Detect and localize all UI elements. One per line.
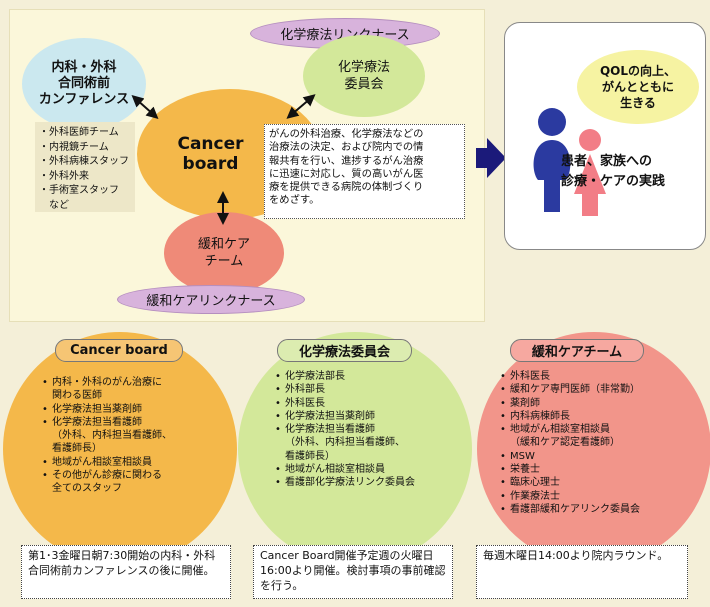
member-item: ・手術室スタッフ (39, 185, 119, 196)
chem-committee-line: 化学療法 (337, 60, 390, 75)
cancer-board-schedule-note: 第1･3金曜日朝7:30開始の内科・外科合同術前カンファレンスの後に開催。 (21, 545, 231, 599)
palliative-team-title: 緩和ケアチーム (510, 339, 644, 362)
cancer-board-line: Cancer (177, 134, 244, 154)
description-line: に迅速に対応し、質の高いがん医 (269, 167, 424, 180)
chem-committee-members: 化学療法部長 外科部長 外科医長 化学療法担当薬剤師 化学療法担当看護師 （外科… (275, 370, 415, 490)
cancer-board-line: board (182, 154, 239, 174)
list-item: 地域がん相談室相談員 (275, 463, 415, 477)
palliative-team-line: チーム (204, 254, 244, 269)
list-item: 地域がん相談室相談員 （緩和ケア認定看護師） (500, 423, 640, 450)
list-item: 化学療法担当薬剤師 (42, 403, 172, 417)
qol-bubble: QOLの向上、 がんとともに 生きる (577, 50, 699, 124)
patients-line: 診療・ケアの実践 (561, 174, 666, 189)
patients-line: 患者、家族への (561, 154, 653, 169)
list-item: 薬剤師 (500, 397, 640, 411)
conference-members: ・外科医師チーム ・内視鏡チーム ・外科病棟スタッフ ・外科外来 ・手術室スタッ… (35, 122, 135, 212)
description-line: がんの外科治療、化学療法などの (269, 128, 424, 140)
palliative-team-schedule-note: 毎週木曜日14:00より院内ラウンド。 (476, 545, 688, 599)
list-item: 内科・外科のがん治療に 関わる医師 (42, 376, 172, 403)
list-item: 内科病棟師長 (500, 410, 640, 424)
conference-line: 内科・外科 (51, 60, 117, 75)
palliative-team-members: 外科医長 緩和ケア専門医師（非常勤） 薬剤師 内科病棟師長 地域がん相談室相談員… (500, 370, 640, 517)
description-line: 治療法の決定、および院内での情 (269, 141, 424, 154)
qol-line: がんとともに (601, 80, 674, 94)
member-item: ・外科病棟スタッフ (39, 156, 129, 167)
list-item: MSW (500, 450, 640, 464)
qol-line: 生きる (620, 96, 656, 110)
patients-care-text: 患者、家族への 診療・ケアの実践 (561, 152, 707, 192)
conference-line: カンファレンス (38, 92, 130, 107)
double-arrow-icon (131, 95, 159, 119)
chem-committee-title: 化学療法委員会 (277, 339, 412, 362)
member-item: ・外科外来 (39, 170, 89, 182)
list-item: 化学療法部長 (275, 370, 415, 384)
cancer-board-title: Cancer board (55, 339, 183, 362)
description-line: をめざす。 (269, 194, 320, 207)
cancer-board-members: 内科・外科のがん治療に 関わる医師 化学療法担当薬剤師 化学療法担当看護師 （外… (42, 376, 172, 496)
chem-committee-line: 委員会 (344, 77, 384, 92)
member-item: ・外科医師チーム (39, 127, 119, 138)
conference-line: 合同術前 (57, 76, 110, 91)
list-item: 看護部化学療法リンク委員会 (275, 476, 415, 490)
description-box: がんの外科治療、化学療法などの 治療法の決定、および院内での情 報共有を行い、進… (264, 124, 465, 219)
palliative-team-node: 緩和ケア チーム (164, 212, 284, 294)
chem-committee-schedule-note: Cancer Board開催予定週の火曜日16:00より開催。検討事項の事前確認… (253, 545, 453, 599)
member-item: など (39, 199, 69, 211)
list-item: その他がん診療に関わる 全てのスタッフ (42, 469, 172, 496)
list-item: 栄養士 (500, 463, 640, 477)
double-arrow-icon (286, 94, 316, 119)
palliative-team-line: 緩和ケア (197, 237, 250, 252)
big-arrow-icon (476, 138, 506, 178)
list-item: 臨床心理士 (500, 476, 640, 490)
list-item: 外科医長 (500, 370, 640, 384)
description-line: 報共有を行い、進捗するがん治療 (269, 154, 424, 167)
list-item: 化学療法担当薬剤師 (275, 410, 415, 424)
people-icon (533, 108, 606, 216)
list-item: 外科医長 (275, 397, 415, 411)
list-item: 作業療法士 (500, 490, 640, 504)
list-item: 化学療法担当看護師 （外科、内科担当看護師、 看護師長） (275, 423, 415, 463)
member-item: ・内視鏡チーム (39, 141, 109, 153)
description-line: 療を提供できる病院の体制づくり (269, 181, 424, 194)
qol-line: QOLの向上、 (599, 64, 677, 78)
list-item: 緩和ケア専門医師（非常勤） (500, 383, 640, 397)
conference-node: 内科・外科 合同術前 カンファレンス (22, 38, 146, 130)
list-item: 看護部緩和ケアリンク委員会 (500, 503, 640, 517)
list-item: 外科部長 (275, 383, 415, 397)
list-item: 地域がん相談室相談員 (42, 456, 172, 470)
list-item: 化学療法担当看護師 （外科、内科担当看護師、 看護師長） (42, 416, 172, 456)
chem-committee-node: 化学療法 委員会 (303, 35, 425, 117)
palli-link-nurse-label: 緩和ケアリンクナース (117, 285, 305, 314)
connector-arrows (131, 94, 506, 225)
